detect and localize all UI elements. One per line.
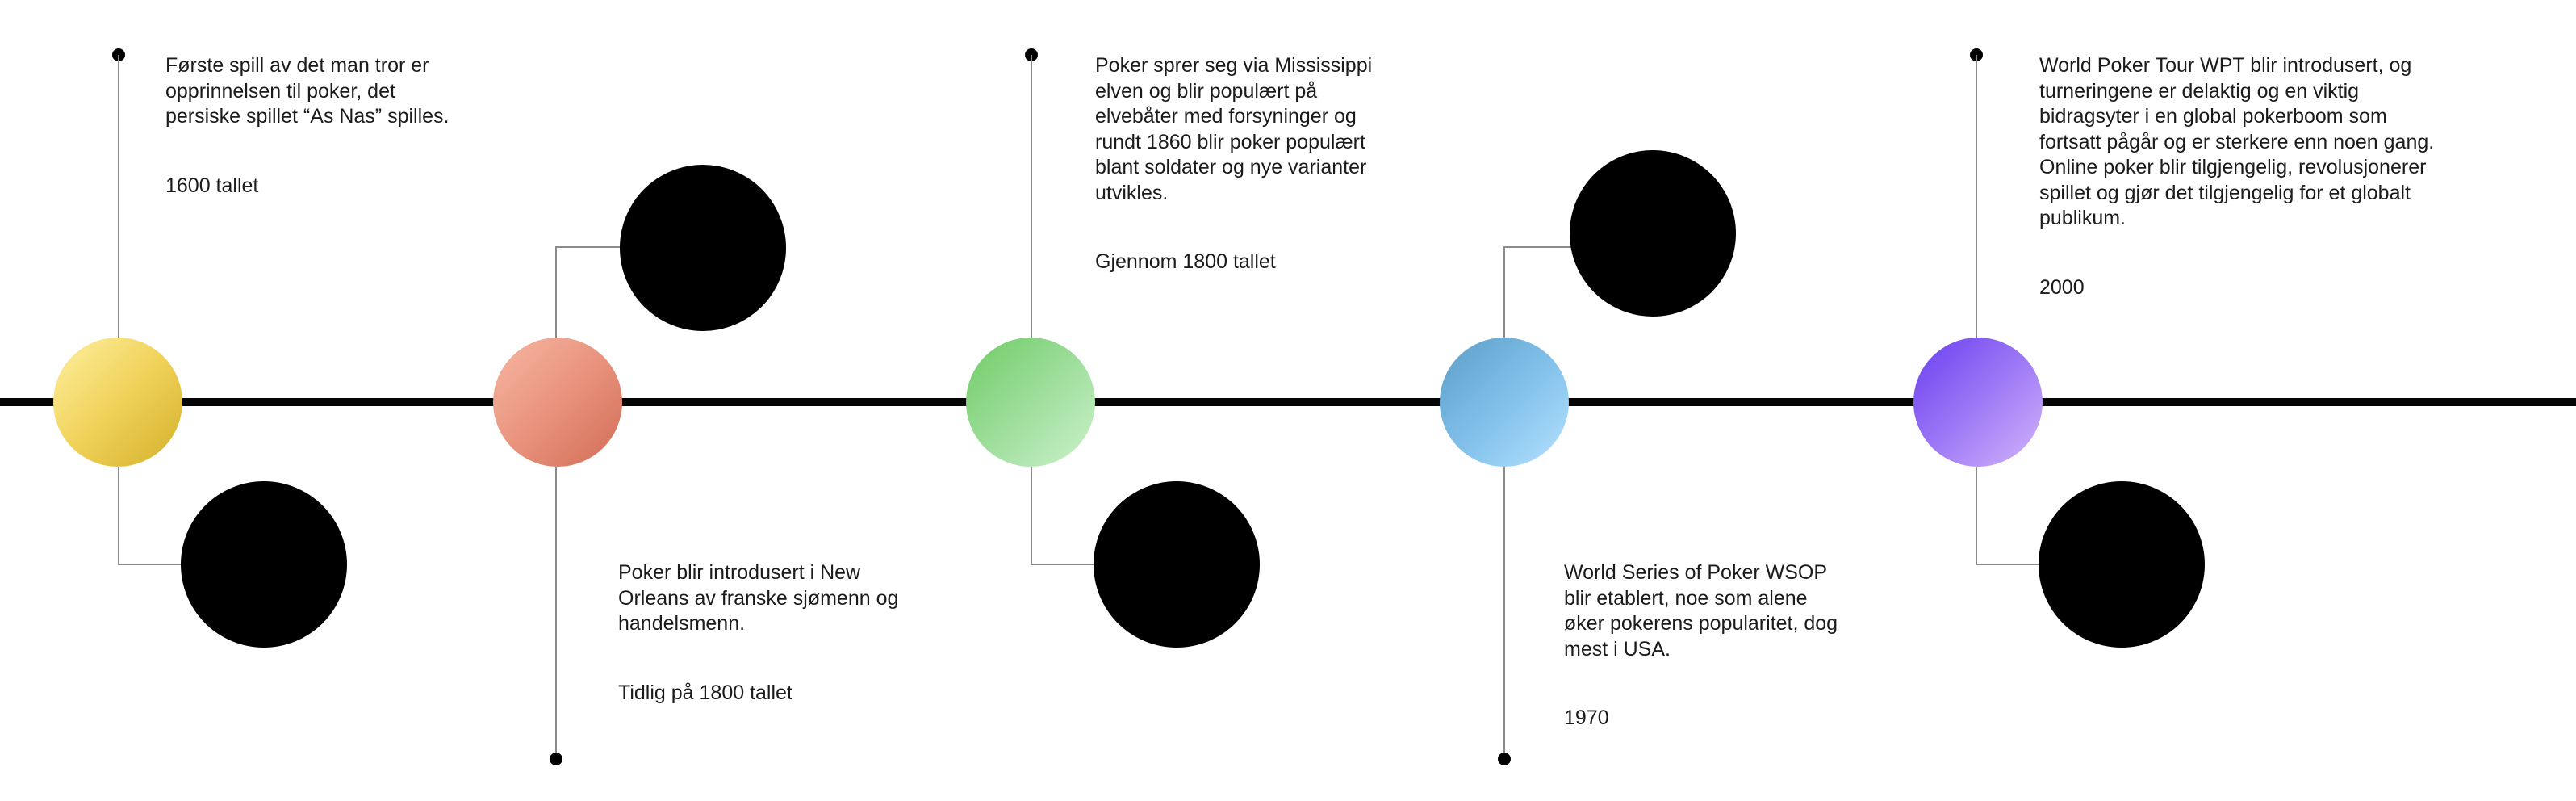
event-1-text: Første spill av det man tror er opprinne… (165, 53, 521, 199)
image-placeholder-2 (620, 165, 786, 331)
event-3-text: Poker sprer seg via Mississippi elven og… (1095, 53, 1450, 275)
connector-line (118, 55, 119, 338)
event-period: 1600 tallet (165, 174, 259, 197)
event-5-text: World Poker Tour WPT blir introdusert, o… (2039, 53, 2491, 300)
connector-line (1976, 55, 1977, 338)
connector-line (1976, 467, 1977, 565)
connector-endpoint-dot (1498, 753, 1511, 765)
timeline-node-3 (966, 338, 1095, 467)
image-placeholder-1 (181, 481, 347, 648)
connector-line (1031, 564, 1095, 565)
connector-line (118, 467, 119, 565)
connector-line (555, 247, 557, 338)
image-placeholder-5 (2039, 481, 2205, 648)
timeline-node-1 (53, 338, 182, 467)
event-description: World Series of Poker WSOP blir etablert… (1564, 561, 1838, 661)
connector-line (1503, 467, 1505, 759)
event-period: 1970 (1564, 707, 1609, 729)
connector-line (1031, 467, 1032, 565)
timeline-axis (0, 398, 2576, 406)
connector-line (555, 246, 621, 248)
connector-line (1503, 246, 1571, 248)
event-2-text: Poker blir introdusert i New Orleans av … (618, 560, 973, 706)
connector-line (555, 467, 557, 759)
event-description: Poker blir introdusert i New Orleans av … (618, 561, 899, 635)
connector-line (118, 564, 182, 565)
event-4-text: World Series of Poker WSOP blir etablert… (1564, 560, 1919, 732)
image-placeholder-4 (1570, 150, 1736, 317)
event-period: Tidlig på 1800 tallet (618, 681, 792, 704)
event-description: Poker sprer seg via Mississippi elven og… (1095, 54, 1373, 204)
connector-endpoint-dot (550, 753, 562, 765)
image-placeholder-3 (1094, 481, 1260, 648)
event-period: Gjennom 1800 tallet (1095, 250, 1276, 273)
event-description: World Poker Tour WPT blir introdusert, o… (2039, 54, 2435, 229)
connector-line (1031, 55, 1032, 338)
timeline-node-2 (493, 338, 622, 467)
connector-line (1503, 247, 1505, 338)
timeline-node-5 (1913, 338, 2043, 467)
event-description: Første spill av det man tror er opprinne… (165, 54, 450, 128)
timeline-node-4 (1440, 338, 1569, 467)
event-period: 2000 (2039, 275, 2085, 299)
connector-line (1976, 564, 2040, 565)
